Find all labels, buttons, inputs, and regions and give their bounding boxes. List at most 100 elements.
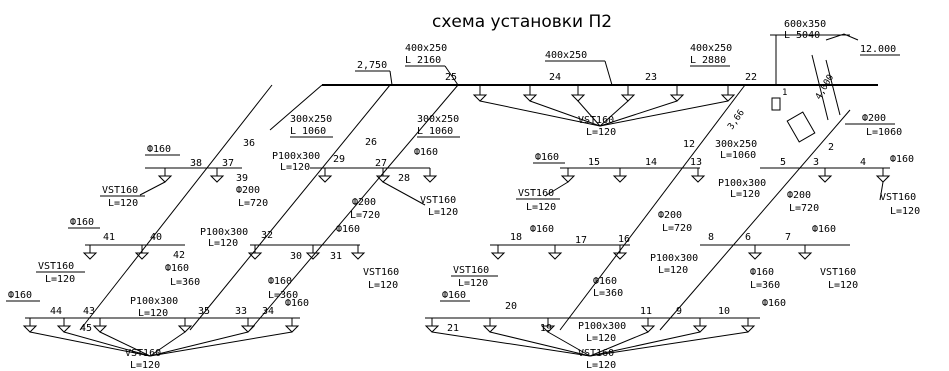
node-24: 24 (549, 72, 561, 83)
vst-e-label: VST160 (38, 261, 74, 272)
diffuser-h2 (797, 245, 813, 260)
main-trunk-oblique (269, 84, 323, 131)
node-28: 28 (398, 173, 410, 184)
vst-f-label: VST160 (363, 267, 399, 278)
vst-b-label: VST160 (420, 195, 456, 206)
node-12: 12 (683, 139, 695, 150)
diffuser-i1 (22, 318, 38, 333)
elev-2750-leader (389, 70, 393, 86)
duct-300x250-c-label: 300x250 (715, 139, 757, 150)
diffuser-i5 (240, 318, 256, 333)
node-6: 6 (745, 232, 751, 243)
diffuser-i2 (56, 318, 72, 333)
diffuser-g2 (547, 245, 563, 260)
node-25: 25 (445, 72, 457, 83)
phi160-o-label: Ф160 (442, 290, 466, 301)
diffuser-j3 (540, 318, 556, 333)
len-1060-a-label: L 1060 (290, 126, 326, 137)
node-21: 21 (447, 323, 459, 334)
duct-b-leader (604, 60, 613, 86)
vst-top-label: VST160 (578, 115, 614, 126)
diffuser-f1 (247, 245, 263, 260)
phi160-d-label: Ф160 (890, 154, 914, 165)
vst-j-label: VST160 (578, 348, 614, 359)
node-42: 42 (173, 250, 185, 261)
node-31: 31 (330, 251, 342, 262)
node-29: 29 (333, 154, 345, 165)
diffuser-d2 (875, 168, 891, 183)
node-44: 44 (50, 306, 62, 317)
node-15: 15 (588, 157, 600, 168)
l120-ve-label: L=120 (45, 274, 75, 285)
diffuser-b3 (422, 168, 438, 183)
len-1060-c-label: L=1060 (720, 150, 756, 161)
phi160-i-label: Ф160 (593, 276, 617, 287)
phi160-m-label: Ф160 (285, 298, 309, 309)
node-30: 30 (290, 251, 302, 262)
diffuser-a1 (157, 168, 173, 183)
oblique-branch-3 (249, 84, 459, 331)
l120-vg-label: L=120 (458, 278, 488, 289)
p100-c-label: P100x300 (200, 227, 248, 238)
phi160-e-label: Ф160 (70, 217, 94, 228)
len360-f-label: L=360 (170, 277, 200, 288)
diffuser-f2 (305, 245, 321, 260)
diffuser-c2 (612, 168, 628, 183)
diffuser-b1 (317, 168, 333, 183)
node-45: 45 (80, 323, 92, 334)
node-2: 2 (828, 142, 834, 153)
l120-va-label: L=120 (108, 198, 138, 209)
equipment-wall-2 (825, 59, 841, 116)
top-diffusers (472, 85, 736, 127)
len-2160-leader (444, 65, 459, 86)
duct-300x250-a-label: 300x250 (290, 114, 332, 125)
node-23: 23 (645, 72, 657, 83)
node-43: 43 (83, 306, 95, 317)
diffuser-j4 (640, 318, 656, 333)
vst-a-label: VST160 (102, 185, 138, 196)
node-39: 39 (236, 173, 248, 184)
diffuser-i6 (284, 318, 300, 333)
diffuser-c3 (690, 168, 706, 183)
node-41: 41 (103, 232, 115, 243)
l120-pf-label: L=120 (586, 333, 616, 344)
len-1060-b-label: L 1060 (417, 126, 453, 137)
node-33: 33 (235, 306, 247, 317)
l120-vd-label: L=120 (890, 206, 920, 217)
diffuser-e1 (82, 245, 98, 260)
duct-400x250-a-label: 400x250 (405, 43, 447, 54)
node-26: 26 (365, 137, 377, 148)
p100-b-label: P100x300 (718, 178, 766, 189)
elev-3660-label: 3,66 (726, 108, 747, 132)
l120-pe-label: L=120 (138, 308, 168, 319)
node-4: 4 (860, 157, 866, 168)
node-9: 9 (676, 306, 682, 317)
l120-vh-label: L=120 (828, 280, 858, 291)
len720-b-label: L=720 (789, 203, 819, 214)
duct-400x250-c-label: 400x250 (690, 43, 732, 54)
p100-e-label: P100x300 (130, 296, 178, 307)
node-18: 18 (510, 232, 522, 243)
node-16: 16 (618, 234, 630, 245)
diffuser-a2 (209, 168, 225, 183)
roof-marker (825, 33, 859, 41)
vst-b-leader (382, 181, 426, 206)
vst-c-leader (544, 181, 569, 197)
node-38: 38 (190, 158, 202, 169)
phi200-b-label: Ф200 (787, 190, 811, 201)
phi160-l-label: Ф160 (8, 290, 32, 301)
equipment-wall (811, 54, 829, 121)
phi160-a-label: Ф160 (147, 144, 171, 155)
diffuser-j1 (424, 318, 440, 333)
phi200-c-label: Ф200 (352, 197, 376, 208)
node-32: 32 (261, 230, 273, 241)
p100-d-label: P100x300 (650, 253, 698, 264)
duct-300x250-b-label: 300x250 (417, 114, 459, 125)
node-34: 34 (262, 306, 274, 317)
len720-d-label: L=720 (662, 223, 692, 234)
phi160-j-label: Ф160 (812, 224, 836, 235)
phi160-b-label: Ф160 (414, 147, 438, 158)
node-13: 13 (690, 157, 702, 168)
node-11: 11 (640, 306, 652, 317)
diffuser-j2 (482, 318, 498, 333)
